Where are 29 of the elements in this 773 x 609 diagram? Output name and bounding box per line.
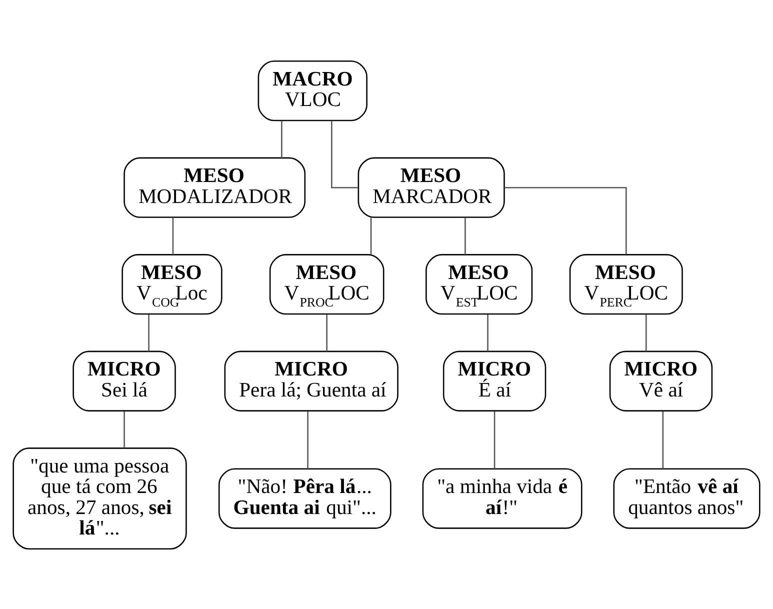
connector <box>148 314 150 351</box>
node-box: MESO MODALIZADOR <box>124 156 306 218</box>
node-box: MESO V$_{PERC}$LOC <box>569 254 683 314</box>
node-box: MICRO Pera lá; Guenta aí <box>224 350 398 411</box>
node-box: MICRO Vê aí <box>609 350 713 411</box>
node-box: MICRO É aí <box>442 350 546 411</box>
node-box: MESO V$_{EST}$LOC <box>426 254 533 314</box>
node-box: MESO MARCADOR <box>358 156 505 218</box>
connector <box>487 314 488 351</box>
connector <box>662 410 664 468</box>
node-box: "que uma pessoa que tá com 26 anos, 27 anos, sei lá"... <box>12 447 187 549</box>
node-box: MICRO Sei lá <box>72 350 176 411</box>
connector <box>307 410 308 468</box>
connector <box>281 120 282 158</box>
node-box: "Então vê aí quantos anos" <box>613 468 760 528</box>
connector <box>331 120 358 188</box>
node-box: MACRO VLOC <box>258 60 368 121</box>
connector <box>646 314 647 351</box>
connector <box>464 217 466 254</box>
node-box: "Não! Pêra lá... Guenta ai qui"... <box>218 468 392 528</box>
node-box: MESO V$_{COG}$Loc <box>122 254 222 314</box>
connector <box>124 410 125 448</box>
connector <box>326 314 328 351</box>
connector <box>504 186 627 254</box>
connector <box>172 217 174 254</box>
connector <box>370 217 372 254</box>
node-box: MESO V$_{PROC}$LOC <box>269 254 384 314</box>
connector <box>494 410 496 468</box>
node-box: "a minha vida é aí!" <box>422 468 582 528</box>
